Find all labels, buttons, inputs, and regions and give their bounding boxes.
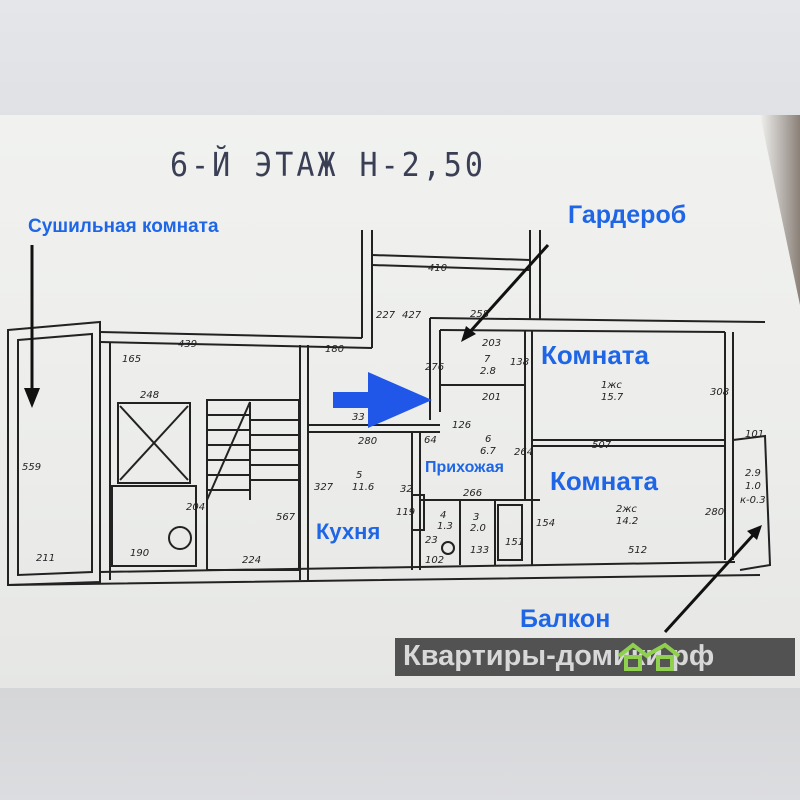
dimension-label: 512 [628,545,647,556]
dimension-label: 101 [745,429,764,440]
dimension-label: 23 [425,535,438,546]
background-bottom [0,688,800,800]
dimension-label: 258 [470,309,489,320]
dimension-label: 6.7 [480,446,497,457]
walls [7,230,772,587]
dimension-label: 2.8 [480,366,496,377]
dimension-label: 264 [514,447,533,458]
dimension-label: 203 [482,338,501,349]
dimension-label: 133 [470,545,489,556]
label-room-1: Комната [541,340,649,370]
dimension-label: 227 [376,310,396,321]
wardrobe-arrow [466,243,550,336]
dimension-label: 64 [424,435,437,446]
dimension-label: 2.9 [745,468,761,479]
dimension-label: 280 [705,507,724,518]
dimension-label: 126 [452,420,471,431]
dimension-label: 11.6 [352,482,374,493]
label-drying-room: Сушильная комната [28,216,219,237]
label-room-2: Комната [550,466,658,496]
label-balcony: Балкон [520,605,611,633]
dimension-labels: 439 165 180 227 427 410 258 203 276 138 … [22,263,764,566]
background-top [0,0,800,120]
label-hallway: Прихожая [425,459,504,476]
floor-title: 6-Й ЭТАЖ Н-2,50 [170,146,486,185]
dimension-label: 6 [485,434,491,445]
dimension-label: 154 [536,518,555,529]
entrance-arrow-icon [333,372,432,428]
dimension-label: 439 [178,339,197,350]
dimension-label: 567 [276,512,296,523]
dimension-label: 3 [473,512,479,523]
balcony-arrow [663,531,757,634]
dimension-label: 4 [440,510,446,521]
dimension-label: 204 [186,502,205,513]
dimension-label: 190 [130,548,149,559]
dimension-label: 559 [22,462,41,473]
dimension-label: к-0.3 [740,495,766,506]
dimension-label: 15.7 [601,392,624,403]
dimension-label: 138 [510,357,529,368]
dimension-label: 201 [482,392,501,403]
arrow-head-down-icon [24,388,40,408]
dimension-label: 427 [402,310,422,321]
dimension-label: 102 [425,555,444,566]
watermark-banner: Квартиры-домики.рф [395,638,795,676]
dimension-label: 266 [463,488,482,499]
dimension-label: 14.2 [616,516,638,527]
arrow-head-icon [747,525,762,540]
annotation-arrows [24,243,762,634]
dimension-label: 1.3 [437,521,453,532]
label-wardrobe: Гардероб [568,201,687,229]
dimension-label: 2жс [616,504,637,515]
dimension-label: 1жс [601,380,622,391]
dimension-label: 280 [358,436,377,447]
arrow-head-icon [461,326,476,342]
dimension-label: 7 [484,354,491,365]
dimension-label: 507 [592,440,612,451]
dimension-label: 224 [242,555,261,566]
dimension-label: 248 [140,390,159,401]
dimension-label: 410 [428,263,447,274]
dimension-label: 327 [314,482,334,493]
dimension-label: 308 [710,387,729,398]
room-labels: 7 2.8 6 6.7 5 11.6 4 1.3 3 2.0 1жс 15.7 … [352,354,766,534]
dimension-label: 2.0 [470,523,486,534]
dimension-label: 180 [325,344,344,355]
dimension-label: 32 [400,484,413,495]
dimension-label: 276 [425,362,444,373]
dimension-label: 33 [352,412,365,423]
dimension-label: 151 [505,537,524,548]
dimension-label: 211 [36,553,55,564]
dimension-label: 1.0 [745,481,761,492]
dimension-label: 165 [122,354,141,365]
dimension-label: 119 [396,507,415,518]
house-icon [617,642,681,671]
dimension-label: 5 [356,470,362,481]
label-kitchen: Кухня [316,519,381,544]
